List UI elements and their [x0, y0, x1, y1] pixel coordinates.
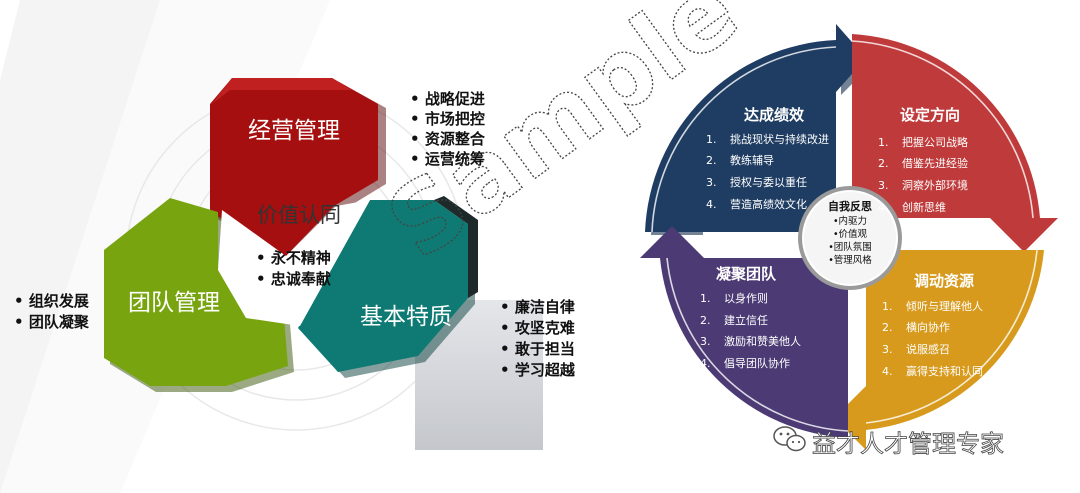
direction-item-4: 创新思维	[902, 200, 946, 214]
hexagon-right	[298, 196, 478, 378]
team-item-2: 建立信任	[724, 313, 768, 327]
tr-bullet-4: • 运营统筹	[410, 150, 485, 168]
achieve-item-4: 营造高绩效文化	[730, 197, 807, 211]
direction-item-1: 把握公司战略	[902, 135, 968, 149]
quadrant-bl-shape	[640, 226, 848, 438]
center-circle	[802, 190, 898, 286]
quadrant-title-resources: 调动资源	[914, 272, 974, 290]
svg-text:1.: 1.	[878, 136, 889, 149]
br-bullet-3: • 敢于担当	[500, 340, 575, 358]
tr-bullet-1: • 战略促进	[410, 90, 485, 108]
direction-item-2: 借鉴先进经验	[902, 156, 968, 170]
svg-text:2.: 2.	[878, 157, 889, 170]
team-item-1: 以身作则	[724, 291, 768, 305]
center-area	[218, 200, 370, 326]
quadrant-items-resources: 1. 倾听与理解他人 2. 横向协作 3. 说服感召 4. 赢得支持和认同	[882, 299, 983, 378]
bottom-right-bullets: • 廉洁自律 • 攻坚克难 • 敢于担当 • 学习超越	[500, 298, 576, 379]
center-item-3: •团队氛围	[828, 241, 872, 253]
quadrant-items-direction: 1. 把握公司战略 2. 借鉴先进经验 3. 洞察外部环境 4. 创新思维	[878, 135, 968, 214]
center-circle-items: •内驱力 •价值观 •团队氛围 •管理风格	[828, 215, 872, 266]
hexagon-left-label: 团队管理	[128, 290, 220, 316]
achieve-item-3: 授权与委以重任	[730, 175, 807, 189]
svg-text:3.: 3.	[706, 176, 717, 189]
center-title: 价值认同	[257, 203, 341, 227]
svg-text:3.: 3.	[878, 179, 889, 192]
center-bullet-2: • 忠诚奉献	[256, 270, 331, 288]
left-bullets: • 组织发展 • 团队凝聚	[14, 292, 90, 331]
svg-text:1.: 1.	[882, 300, 893, 313]
l-bullet-1: • 组织发展	[14, 292, 89, 310]
svg-text:2.: 2.	[700, 314, 711, 327]
achieve-item-1: 挑战现状与持续改进	[730, 132, 829, 146]
hexagon-left	[104, 198, 294, 392]
center-item-2: •价值观	[833, 228, 868, 240]
svg-text:4.: 4.	[882, 365, 893, 378]
footer-brand: 益才人才管理专家	[812, 430, 1004, 458]
cycle-diagram	[640, 24, 1058, 450]
quadrant-title-direction: 设定方向	[900, 106, 960, 124]
team-item-3: 激励和赞美他人	[724, 334, 801, 348]
quadrant-tl-shape	[645, 24, 866, 232]
hexagon-right-label: 基本特质	[360, 304, 452, 330]
resources-item-3: 说服感召	[906, 342, 950, 356]
center-circle-title: 自我反思	[828, 199, 872, 213]
center-item-1: •内驱力	[833, 215, 867, 227]
l-bullet-2: • 团队凝聚	[14, 313, 90, 331]
br-bullet-4: • 学习超越	[500, 361, 576, 379]
quadrant-items-team: 1. 以身作则 2. 建立信任 3. 激励和赞美他人 4. 倡导团队协作	[700, 291, 801, 370]
svg-text:1.: 1.	[700, 292, 711, 305]
svg-text:1.: 1.	[706, 133, 717, 146]
svg-text:2.: 2.	[706, 154, 717, 167]
svg-text:3.: 3.	[700, 335, 711, 348]
svg-text:4.: 4.	[706, 198, 717, 211]
tr-bullet-3: • 资源整合	[410, 130, 486, 148]
direction-item-3: 洞察外部环境	[902, 178, 968, 192]
svg-text:3.: 3.	[882, 343, 893, 356]
center-bullets: • 永不精神 • 忠诚奉献	[256, 249, 331, 288]
svg-text:2.: 2.	[882, 321, 893, 334]
quadrant-title-team: 凝聚团队	[716, 265, 777, 283]
quadrant-br-shape	[834, 250, 1044, 450]
resources-item-1: 倾听与理解他人	[906, 299, 983, 313]
center-bullet-1: • 永不精神	[256, 249, 331, 267]
resources-item-2: 横向协作	[906, 320, 950, 334]
team-item-4: 倡导团队协作	[724, 356, 790, 370]
resources-item-4: 赢得支持和认同	[906, 364, 983, 378]
hexagon-top	[210, 78, 386, 262]
quadrant-items-achieve: 1. 挑战现状与持续改进 2. 教练辅导 3. 授权与委以重任 4. 营造高绩效文化	[706, 132, 829, 211]
br-bullet-1: • 廉洁自律	[500, 298, 575, 316]
hexagon-top-label: 经营管理	[248, 118, 340, 144]
svg-text:4.: 4.	[878, 201, 889, 214]
achieve-item-2: 教练辅导	[730, 153, 774, 167]
center-item-4: •管理风格	[828, 254, 872, 266]
br-bullet-2: • 攻坚克难	[500, 319, 575, 337]
wechat-icon	[773, 426, 806, 452]
quadrant-tr-shape	[852, 34, 1058, 252]
top-right-bullets: • 战略促进 • 市场把控 • 资源整合 • 运营统筹	[410, 90, 486, 168]
svg-text:4.: 4.	[700, 357, 711, 370]
quadrant-title-achieve: 达成绩效	[744, 106, 805, 124]
tr-bullet-2: • 市场把控	[410, 110, 485, 128]
